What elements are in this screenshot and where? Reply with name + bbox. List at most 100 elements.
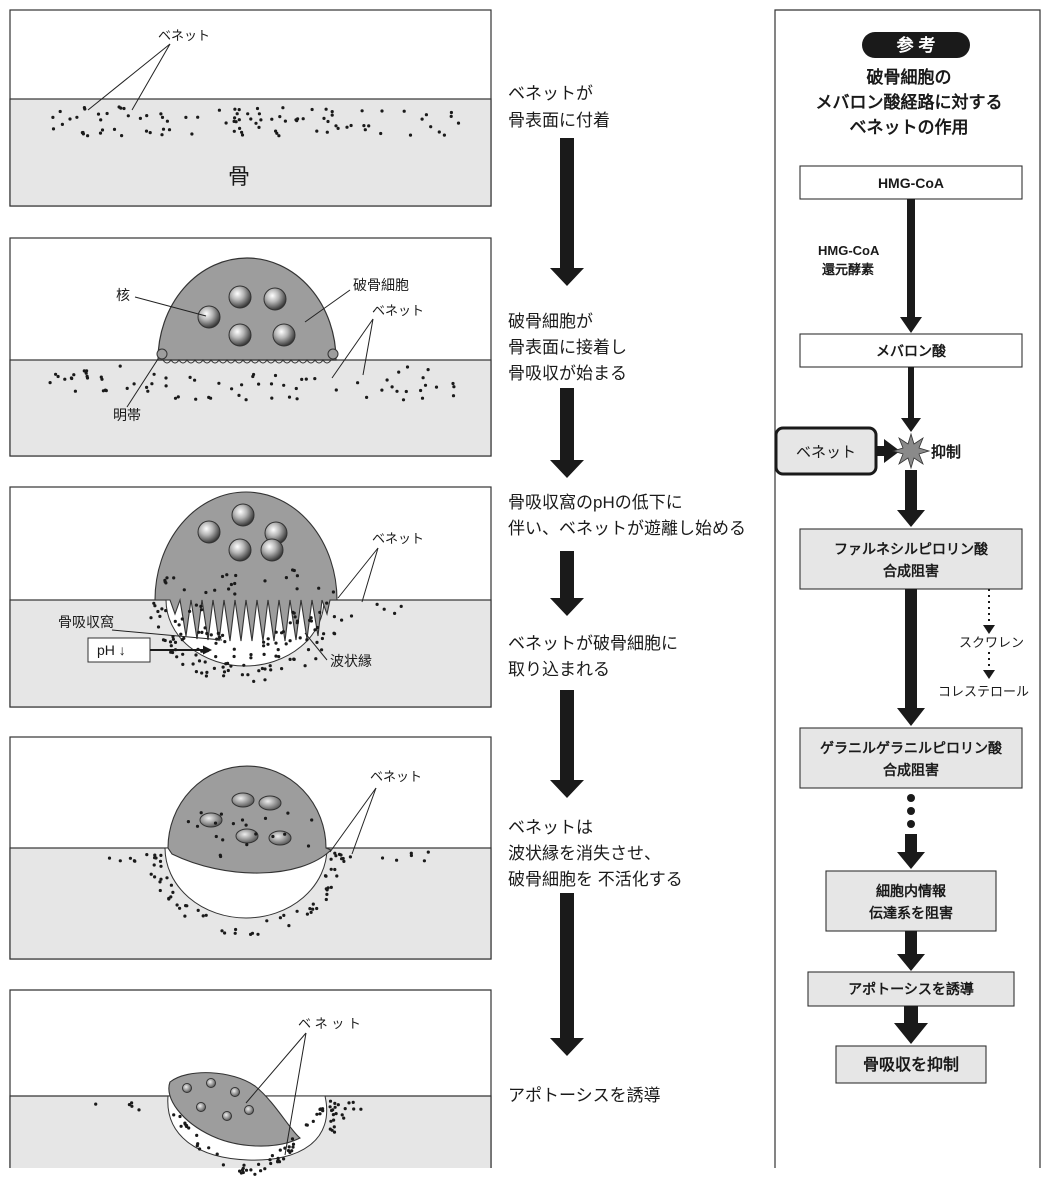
drug-particle: [233, 592, 237, 596]
drug-particle: [334, 854, 338, 858]
ggpp-line-1: ゲラニルゲラニルピロリン酸: [820, 740, 1003, 756]
drug-particle: [245, 843, 249, 847]
drug-particle: [159, 877, 163, 881]
lacuna-label: 骨吸収窩: [58, 614, 114, 630]
drug-particle: [158, 888, 162, 893]
drug-particle: [324, 107, 328, 111]
drug-particle: [342, 1116, 346, 1120]
drug-particle: [287, 395, 292, 399]
drug-particle: [321, 1109, 325, 1113]
drug-particle: [322, 632, 326, 636]
drug-particle: [282, 1157, 286, 1161]
drug-particle: [281, 106, 285, 110]
drug-particle: [271, 834, 275, 839]
drug-particle: [195, 1133, 199, 1137]
drug-particle: [277, 134, 281, 138]
nucleus: [228, 323, 252, 347]
drug-particle: [234, 573, 238, 578]
drug-particle: [60, 122, 64, 126]
drug-particle: [273, 373, 278, 378]
drug-particle: [233, 581, 237, 586]
drug-particle: [82, 369, 86, 373]
inhibit-arrow: [876, 439, 900, 463]
drug-particle: [233, 107, 237, 111]
drug-particle: [326, 119, 330, 124]
drug-particle: [181, 662, 185, 667]
signal-line-2: 伝達系を阻害: [869, 905, 953, 921]
drug-particle: [132, 382, 136, 386]
drug-particle: [420, 117, 424, 121]
drug-particle: [191, 662, 195, 666]
drug-particle: [329, 867, 333, 871]
drug-particle: [148, 131, 152, 135]
drug-particle: [397, 370, 401, 374]
ph-label: pH ↓: [97, 642, 126, 658]
drug-particle: [122, 106, 126, 111]
drug-particle: [182, 588, 186, 592]
drug-particle: [186, 820, 190, 824]
drug-particle: [222, 674, 226, 678]
sealing-zone-left: [156, 348, 168, 360]
down-arrow: [550, 893, 584, 1056]
drug-label: ベネット: [372, 303, 424, 318]
drug-particle: [257, 382, 261, 386]
drug-particle: [306, 648, 311, 652]
flow-arrow: [901, 367, 921, 432]
apoptosis-box: [807, 971, 1015, 1007]
step-6-line-1: アポトーシスを誘導: [508, 1086, 661, 1105]
drug-particle: [332, 1118, 336, 1122]
drug-particle: [126, 114, 130, 118]
drug-particle: [401, 398, 406, 402]
nucleus: [222, 1111, 232, 1121]
drug-particle: [241, 1166, 245, 1170]
drug-particle: [262, 644, 266, 648]
drug-particle: [409, 851, 413, 855]
drug-particle: [305, 912, 309, 916]
drug-particle: [262, 652, 266, 657]
nucleus: [196, 1102, 206, 1112]
drug-particle: [295, 909, 299, 913]
drug-particle: [274, 654, 278, 658]
drug-particle: [213, 588, 217, 592]
drug-particle: [333, 1105, 337, 1109]
drug-particle: [274, 630, 278, 634]
ruffled-border: [162, 359, 332, 364]
drug-particle: [85, 376, 90, 380]
drug-particle: [244, 1168, 249, 1172]
drug-particle: [197, 630, 201, 634]
reference-badge-label: 参 考: [897, 35, 936, 55]
step-2-line-3: 骨吸収が始まる: [508, 364, 627, 383]
drug-particle: [158, 859, 163, 864]
drug-particle: [380, 388, 384, 392]
drug-particle: [130, 1104, 134, 1108]
drug-particle: [399, 604, 403, 609]
drug-particle: [183, 914, 187, 918]
drug-particle: [284, 576, 288, 580]
panel-1: ベネット 骨: [9, 9, 492, 207]
bone-layer: [9, 98, 492, 207]
drug-particle: [331, 1108, 335, 1112]
drug-particle: [160, 607, 164, 611]
drug-particle: [214, 641, 218, 645]
drug-particle: [309, 619, 313, 623]
drug-box-label: ベネット: [796, 444, 856, 461]
drug-particle: [194, 670, 198, 674]
drug-particle: [263, 1167, 267, 1171]
signal-line-1: 細胞内情報: [876, 883, 947, 899]
drug-particle: [324, 897, 328, 902]
drug-particle: [235, 112, 239, 116]
drug-particle: [171, 637, 175, 641]
drug-particle: [305, 638, 309, 642]
ellipsis-dot: [907, 820, 915, 828]
drug-label: ベネット: [158, 28, 210, 43]
drug-particle: [268, 664, 272, 668]
flow-arrow: [897, 470, 925, 527]
drug-particle: [158, 880, 162, 884]
drug-particle: [303, 664, 307, 668]
ggpp-box: [799, 727, 1023, 789]
sealing-zone-label: 明帯: [113, 407, 141, 423]
drug-particle: [304, 377, 308, 381]
drug-particle: [423, 383, 428, 387]
drug-particle: [195, 824, 200, 828]
drug-particle: [301, 117, 305, 121]
